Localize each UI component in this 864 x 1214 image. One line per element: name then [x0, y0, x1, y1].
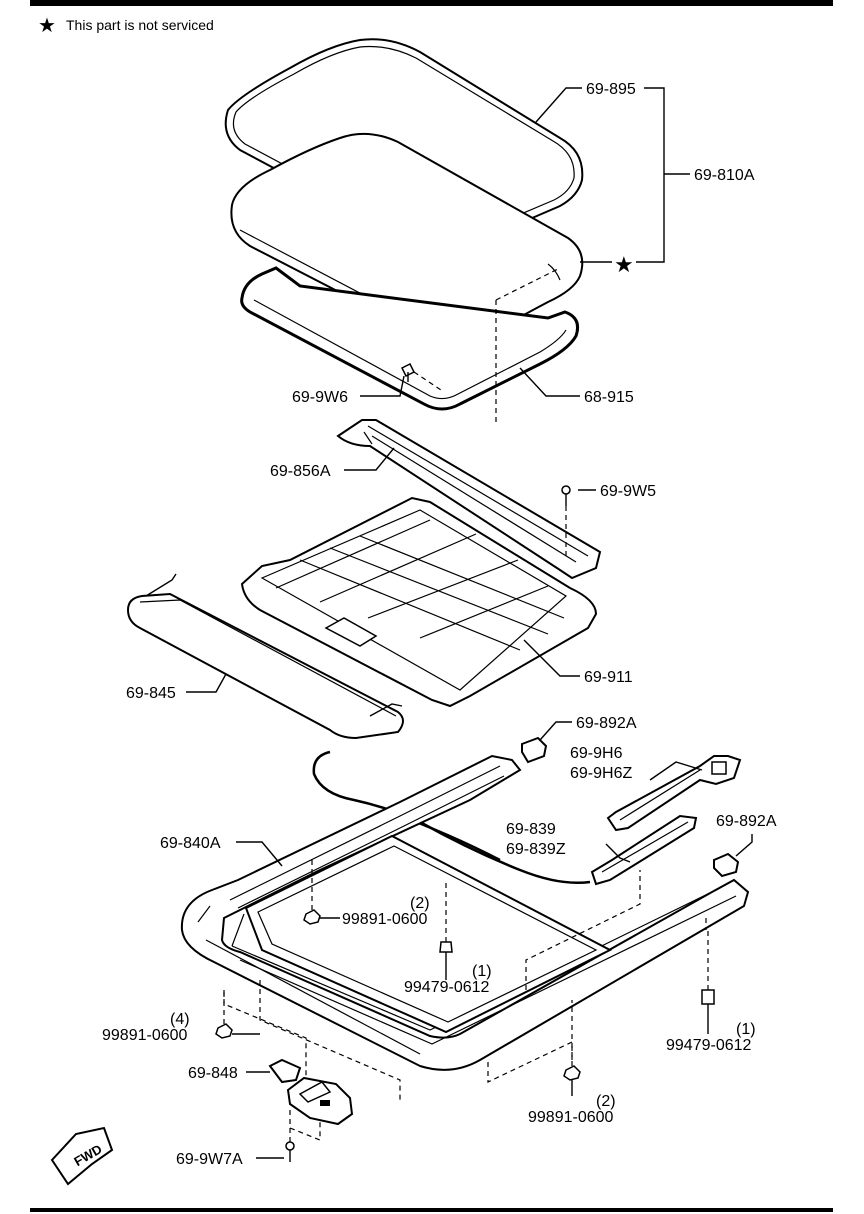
- label-99891-0600-c: 99891-0600: [528, 1109, 614, 1126]
- label-69-839: 69-839: [506, 821, 556, 838]
- part-drive-motor: [268, 1058, 354, 1126]
- part-slider: [590, 814, 698, 886]
- label-69-9H6: 69-9H6: [570, 745, 623, 762]
- part-guide-link: [606, 755, 742, 832]
- label-69-892A-a: 69-892A: [576, 715, 637, 732]
- part-stopper-b: [713, 852, 740, 878]
- fwd-arrow-icon: FWD: [50, 1126, 114, 1186]
- label-69-845: 69-845: [126, 685, 176, 702]
- part-frame-seal: [240, 266, 580, 411]
- label-69-9W6: 69-9W6: [292, 389, 348, 406]
- label-69-9W7A: 69-9W7A: [176, 1151, 243, 1168]
- label-qty-1-b: (1): [736, 1021, 756, 1038]
- bolt-99479-0612-b: [701, 989, 715, 1018]
- label-69-839Z: 69-839Z: [506, 841, 566, 858]
- label-qty-2-a: (2): [410, 895, 430, 912]
- label-99479-0612-b: 99479-0612: [666, 1037, 752, 1054]
- label-69-848: 69-848: [188, 1065, 238, 1082]
- label-69-892A-b: 69-892A: [716, 813, 777, 830]
- label-qty-1-a: (1): [472, 963, 492, 980]
- label-99891-0600-a: 99891-0600: [342, 911, 428, 928]
- bottom-border: [30, 1208, 833, 1212]
- part-sunroof-housing: [180, 754, 750, 1071]
- label-69-9H6Z: 69-9H6Z: [570, 765, 632, 782]
- label-69-9W5: 69-9W5: [600, 483, 656, 500]
- top-border: [30, 0, 833, 6]
- screw-69-9W7A: [285, 1141, 295, 1162]
- label-99479-0612-a: 99479-0612: [404, 979, 490, 996]
- part-wind-deflector: [336, 419, 602, 580]
- nut-99891-0600-a: [303, 909, 321, 925]
- nut-99891-0600-c: [563, 1065, 581, 1081]
- label-69-856A: 69-856A: [270, 463, 331, 480]
- label-99891-0600-b: 99891-0600: [102, 1027, 188, 1044]
- label-69-810A: 69-810A: [694, 167, 755, 184]
- star-icon: ★: [38, 15, 56, 37]
- label-69-895: 69-895: [586, 81, 636, 98]
- part-stopper-a: [521, 736, 548, 764]
- part-sunshade-frame: [240, 496, 598, 708]
- label-69-840A: 69-840A: [160, 835, 221, 852]
- note-text: This part is not serviced: [66, 17, 214, 33]
- label-qty-2-b: (2): [596, 1093, 616, 1110]
- label-68-915: 68-915: [584, 389, 634, 406]
- star-icon-part: ★: [614, 252, 634, 277]
- bolt-99479-0612-a: [439, 941, 453, 964]
- label-69-911: 69-911: [584, 669, 633, 686]
- screw-69-9W5: [561, 485, 571, 506]
- nut-99891-0600-b: [215, 1023, 233, 1039]
- label-qty-4: (4): [170, 1011, 190, 1028]
- part-sunshade: [126, 573, 404, 740]
